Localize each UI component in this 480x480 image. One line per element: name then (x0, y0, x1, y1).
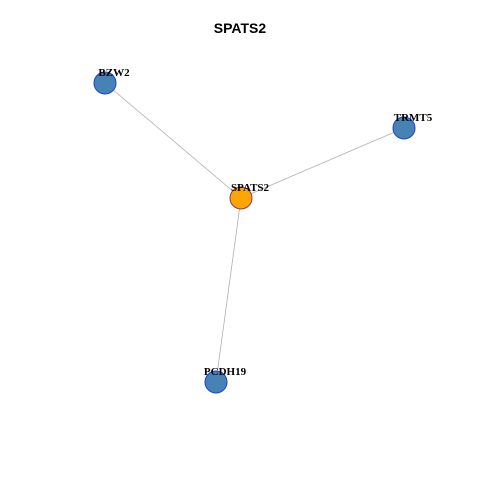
nodes-layer (93, 71, 416, 394)
node-spats2[interactable] (229, 186, 253, 210)
edge-spats2-bzw2 (104, 82, 242, 199)
node-label-bzw2: BZW2 (98, 67, 130, 79)
node-label-pcdh19: PCDH19 (204, 366, 247, 378)
edge-spats2-trmt5 (240, 127, 405, 199)
edges-layer (104, 82, 405, 383)
graph-title: SPATS2 (213, 20, 267, 36)
node-label-trmt5: TRMT5 (394, 112, 433, 124)
edge-spats2-pcdh19 (215, 197, 242, 383)
node-bzw2[interactable] (93, 71, 117, 95)
node-trmt5[interactable] (392, 116, 416, 140)
node-label-spats2: SPATS2 (231, 182, 270, 194)
node-pcdh19[interactable] (204, 370, 228, 394)
